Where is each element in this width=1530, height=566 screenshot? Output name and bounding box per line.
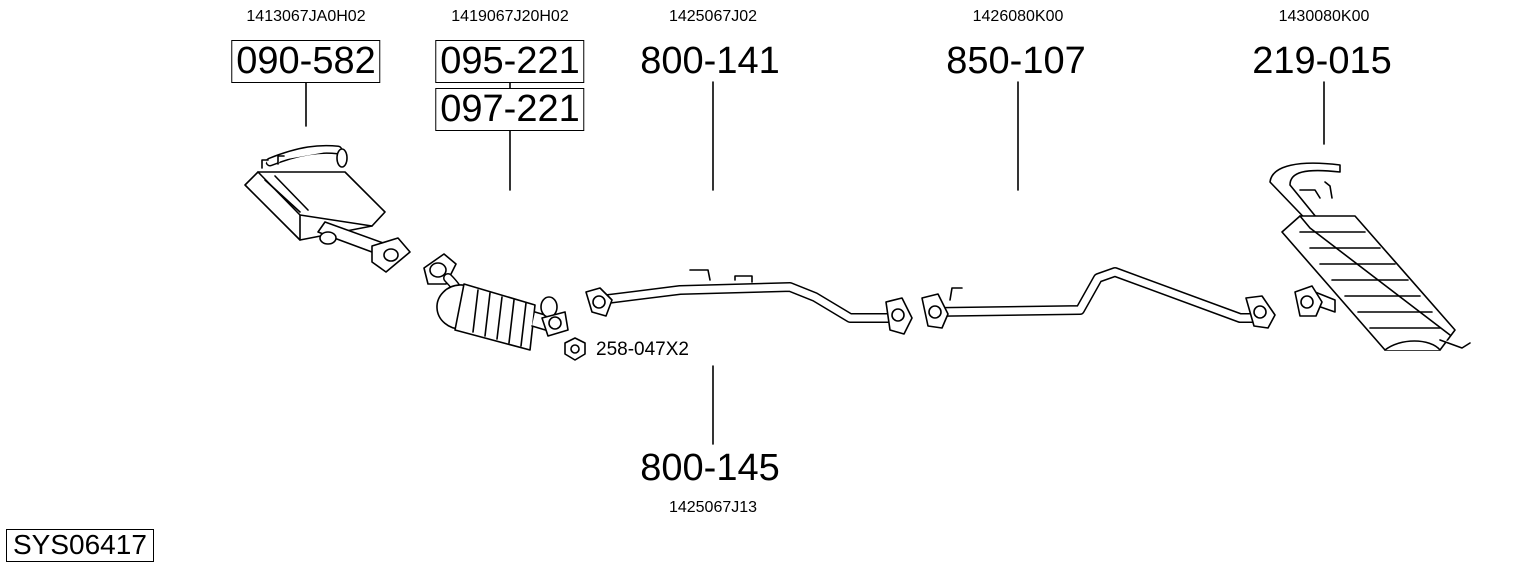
- oem-number-1: 1413067JA0H02: [246, 8, 366, 25]
- part-number-850-107[interactable]: 850-107: [946, 40, 1086, 82]
- hardware-label-258-047X2[interactable]: 258-047X2: [596, 339, 689, 360]
- part-number-090-582[interactable]: 090-582: [231, 40, 381, 83]
- front-silencer-icon: [244, 144, 411, 273]
- hex-nut-icon: [564, 337, 586, 361]
- oem-number-6: 1425067J13: [668, 499, 758, 516]
- middle-pipe-icon: [921, 267, 1276, 329]
- system-code: SYS06417: [6, 529, 154, 562]
- oem-number-5: 1430080K00: [1278, 8, 1370, 25]
- part-number-219-015[interactable]: 219-015: [1252, 40, 1392, 82]
- rear-silencer-icon: [1269, 162, 1471, 351]
- front-pipe-icon: [585, 269, 913, 335]
- part-number-095-221[interactable]: 095-221: [435, 40, 585, 83]
- part-number-800-141[interactable]: 800-141: [640, 40, 780, 82]
- oem-number-2: 1419067J20H02: [451, 8, 569, 25]
- part-number-800-145[interactable]: 800-145: [640, 447, 780, 489]
- oem-number-3: 1425067J02: [668, 8, 758, 25]
- catalytic-converter-icon: [423, 253, 569, 351]
- oem-number-4: 1426080K00: [972, 8, 1064, 25]
- part-number-097-221[interactable]: 097-221: [435, 88, 585, 131]
